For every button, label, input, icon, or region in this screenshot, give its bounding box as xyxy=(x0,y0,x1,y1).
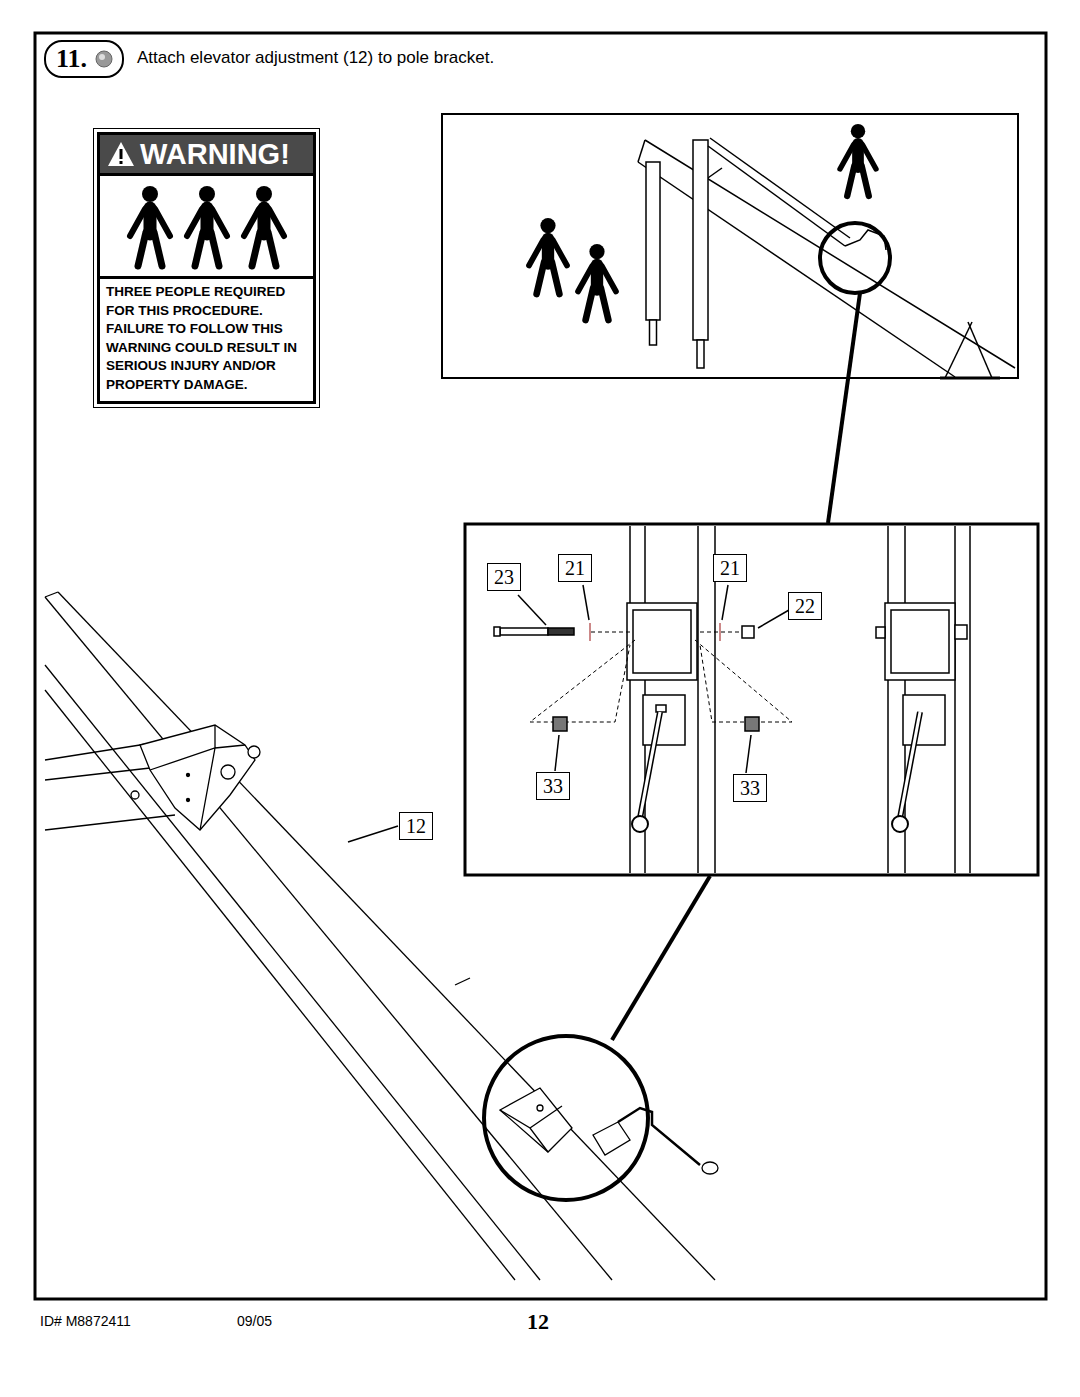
callout-box: 21 xyxy=(713,554,747,582)
people-icons xyxy=(100,176,315,276)
person-icon xyxy=(840,124,876,196)
person-icons xyxy=(529,124,876,320)
callout-number: 33 xyxy=(543,775,563,797)
person-limb xyxy=(138,232,146,266)
person-head xyxy=(256,186,272,202)
step-badge: 11. xyxy=(44,40,124,78)
callout-box: 33 xyxy=(733,774,767,802)
callout-number: 21 xyxy=(720,557,740,579)
detail-panel xyxy=(465,524,1038,875)
exclamation xyxy=(120,161,123,164)
warning-text: THREE PEOPLE REQUIRED FOR THIS PROCEDURE… xyxy=(100,276,313,401)
callout-box: 21 xyxy=(558,554,592,582)
step-number: 11. xyxy=(56,44,87,73)
person-limb xyxy=(211,232,219,266)
person-limb xyxy=(195,232,203,266)
person-limb xyxy=(252,232,260,266)
callout-number: 12 xyxy=(406,815,426,837)
warning-frame: WARNING! THREE PEOPLE REQUIRED FOR THIS P… xyxy=(97,132,316,404)
warning-box: WARNING! THREE PEOPLE REQUIRED FOR THIS P… xyxy=(93,128,320,408)
step-dot-highlight xyxy=(99,54,105,60)
step-dot xyxy=(96,51,112,67)
person-limb xyxy=(552,262,560,294)
warning-triangle xyxy=(108,142,134,166)
person-limb xyxy=(601,288,609,320)
callout-box: 12 xyxy=(399,812,433,840)
person-icon xyxy=(529,218,567,294)
warning-icon xyxy=(106,140,136,168)
person-head xyxy=(589,244,604,259)
callout-box: 33 xyxy=(536,772,570,800)
step-icon xyxy=(94,49,114,69)
callout-box: 22 xyxy=(788,592,822,620)
person-limb xyxy=(537,262,545,294)
pole-drawing xyxy=(45,592,718,1280)
overview-panel xyxy=(442,114,1018,378)
page-number: 12 xyxy=(527,1309,549,1335)
person-icon xyxy=(130,186,170,266)
person-limb xyxy=(268,232,276,266)
callout-number: 33 xyxy=(740,777,760,799)
person-icon xyxy=(244,186,284,266)
person-limb xyxy=(586,288,594,320)
person-head xyxy=(142,186,158,202)
instruction-text: Attach elevator adjustment (12) to pole … xyxy=(137,48,494,68)
person-head xyxy=(851,124,865,138)
callout-number: 22 xyxy=(795,595,815,617)
person-limb xyxy=(154,232,162,266)
person-head xyxy=(540,218,555,233)
person-icon xyxy=(578,244,616,320)
warning-title: WARNING! xyxy=(140,138,290,170)
warning-header: WARNING! xyxy=(100,135,313,176)
callout-number: 23 xyxy=(494,566,514,588)
callout-box: 23 xyxy=(487,563,521,591)
person-head xyxy=(199,186,215,202)
exclamation xyxy=(120,149,123,159)
page-frame xyxy=(35,33,1046,1299)
leader-lines xyxy=(348,585,789,842)
person-limb xyxy=(847,165,854,196)
person-icon xyxy=(187,186,227,266)
date-code: 09/05 xyxy=(237,1313,272,1329)
document-id: ID# M8872411 xyxy=(40,1313,131,1329)
person-limb xyxy=(862,165,869,196)
callout-number: 21 xyxy=(565,557,585,579)
